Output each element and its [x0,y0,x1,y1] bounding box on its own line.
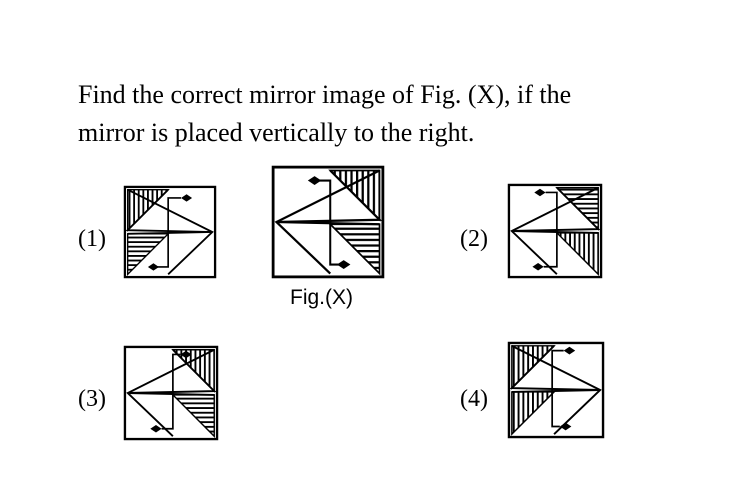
option-1-figure[interactable] [123,185,217,279]
option-4-figure[interactable] [507,341,605,439]
figure-caption: Fig.(X) [290,286,353,309]
option-3-figure[interactable] [123,345,219,441]
figure-x [271,165,385,279]
option-4-label: (4) [460,386,488,412]
option-2-figure[interactable] [507,183,603,279]
option-2-label: (2) [460,226,488,252]
option-3-label: (3) [78,386,106,412]
question-text: Find the correct mirror image of Fig. (X… [78,76,678,152]
option-1-label: (1) [78,226,106,252]
question-line-2: mirror is placed vertically to the right… [78,118,475,147]
question-line-1: Find the correct mirror image of Fig. (X… [78,80,572,109]
